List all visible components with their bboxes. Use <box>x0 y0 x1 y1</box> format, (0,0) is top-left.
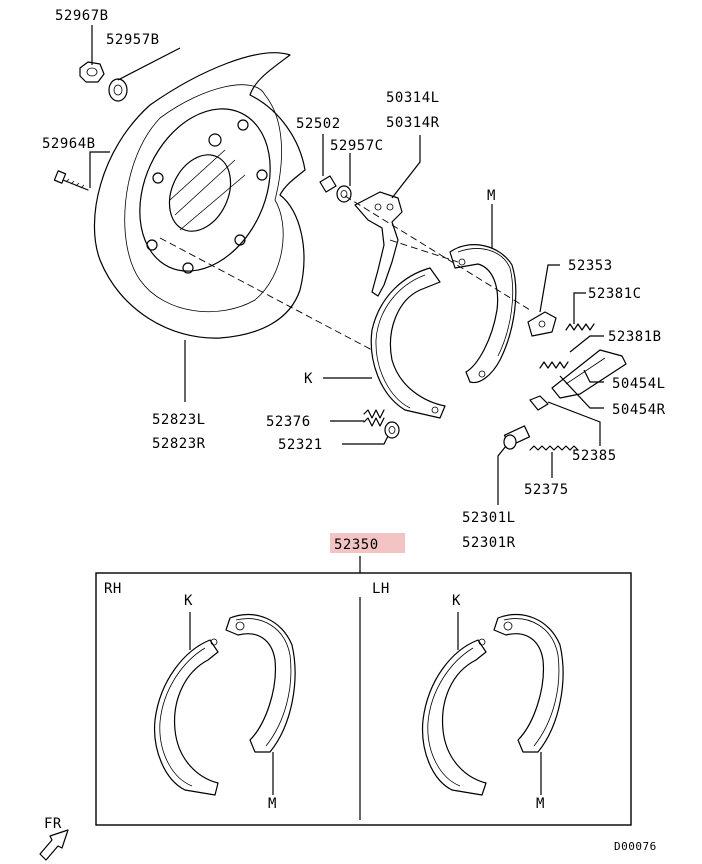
brake-shoe-icon <box>225 613 296 753</box>
part-52381B-label: 52381B <box>608 329 662 345</box>
part-52301L-label: 52301L <box>462 510 516 526</box>
adjuster-icon <box>529 395 549 411</box>
washer-icon <box>108 78 128 102</box>
spring-icon <box>539 361 569 369</box>
rh-label: RH <box>104 581 122 597</box>
adjuster-screw-icon <box>503 425 531 450</box>
part-52375-label: 52375 <box>524 482 569 498</box>
lh-m-label: M <box>536 796 545 812</box>
spring-icon <box>565 323 595 331</box>
highlight-box <box>330 533 405 553</box>
part-50314L-label: 50314L <box>386 90 440 106</box>
lh-label: LH <box>372 581 390 597</box>
spring-icon <box>363 409 385 427</box>
part-52502-label: 52502 <box>296 116 341 132</box>
front-arrow-icon <box>39 829 69 861</box>
part-52321-label: 52321 <box>278 437 323 453</box>
plate-icon <box>527 311 557 337</box>
front-label: FR <box>44 816 62 832</box>
part-52381C-label: 52381C <box>588 286 642 302</box>
part-52823R-label: 52823R <box>152 436 206 452</box>
shoe-k-label: K <box>304 371 313 387</box>
part-52967B-label: 52967B <box>55 8 109 24</box>
part-50454L-label: 50454L <box>612 376 666 392</box>
brake-shoe-icon <box>370 267 446 419</box>
part-52353-label: 52353 <box>568 258 613 274</box>
cup-icon <box>384 421 400 439</box>
kit-frame <box>95 572 632 826</box>
diagram-id: D00076 <box>614 840 657 853</box>
rh-m-label: M <box>268 796 277 812</box>
brake-shoe-icon <box>153 638 219 796</box>
strut-icon <box>551 349 627 399</box>
shoe-m-label: M <box>487 188 496 204</box>
washer-icon <box>336 185 352 203</box>
brake-shoe-icon <box>493 613 564 753</box>
part-52964B-label: 52964B <box>42 136 96 152</box>
part-52350-label: 52350 <box>334 537 379 553</box>
part-50454R-label: 50454R <box>612 402 666 418</box>
part-52301R-label: 52301R <box>462 535 516 551</box>
brake-shoe-icon <box>421 638 487 796</box>
part-52376-label: 52376 <box>266 414 311 430</box>
bushing-icon <box>319 175 337 193</box>
rh-k-label: K <box>184 593 193 609</box>
lever-icon <box>354 191 403 297</box>
lh-k-label: K <box>452 593 461 609</box>
nut-icon <box>79 61 105 83</box>
part-52823L-label: 52823L <box>152 412 206 428</box>
bolt-icon <box>53 170 89 191</box>
part-52385-label: 52385 <box>572 448 617 464</box>
brake-shoe-icon <box>449 244 517 384</box>
backing-plate-icon <box>93 52 306 339</box>
part-52957B-label: 52957B <box>106 32 160 48</box>
spring-icon <box>529 445 579 451</box>
part-52957C-label: 52957C <box>330 138 384 154</box>
part-50314R-label: 50314R <box>386 115 440 131</box>
